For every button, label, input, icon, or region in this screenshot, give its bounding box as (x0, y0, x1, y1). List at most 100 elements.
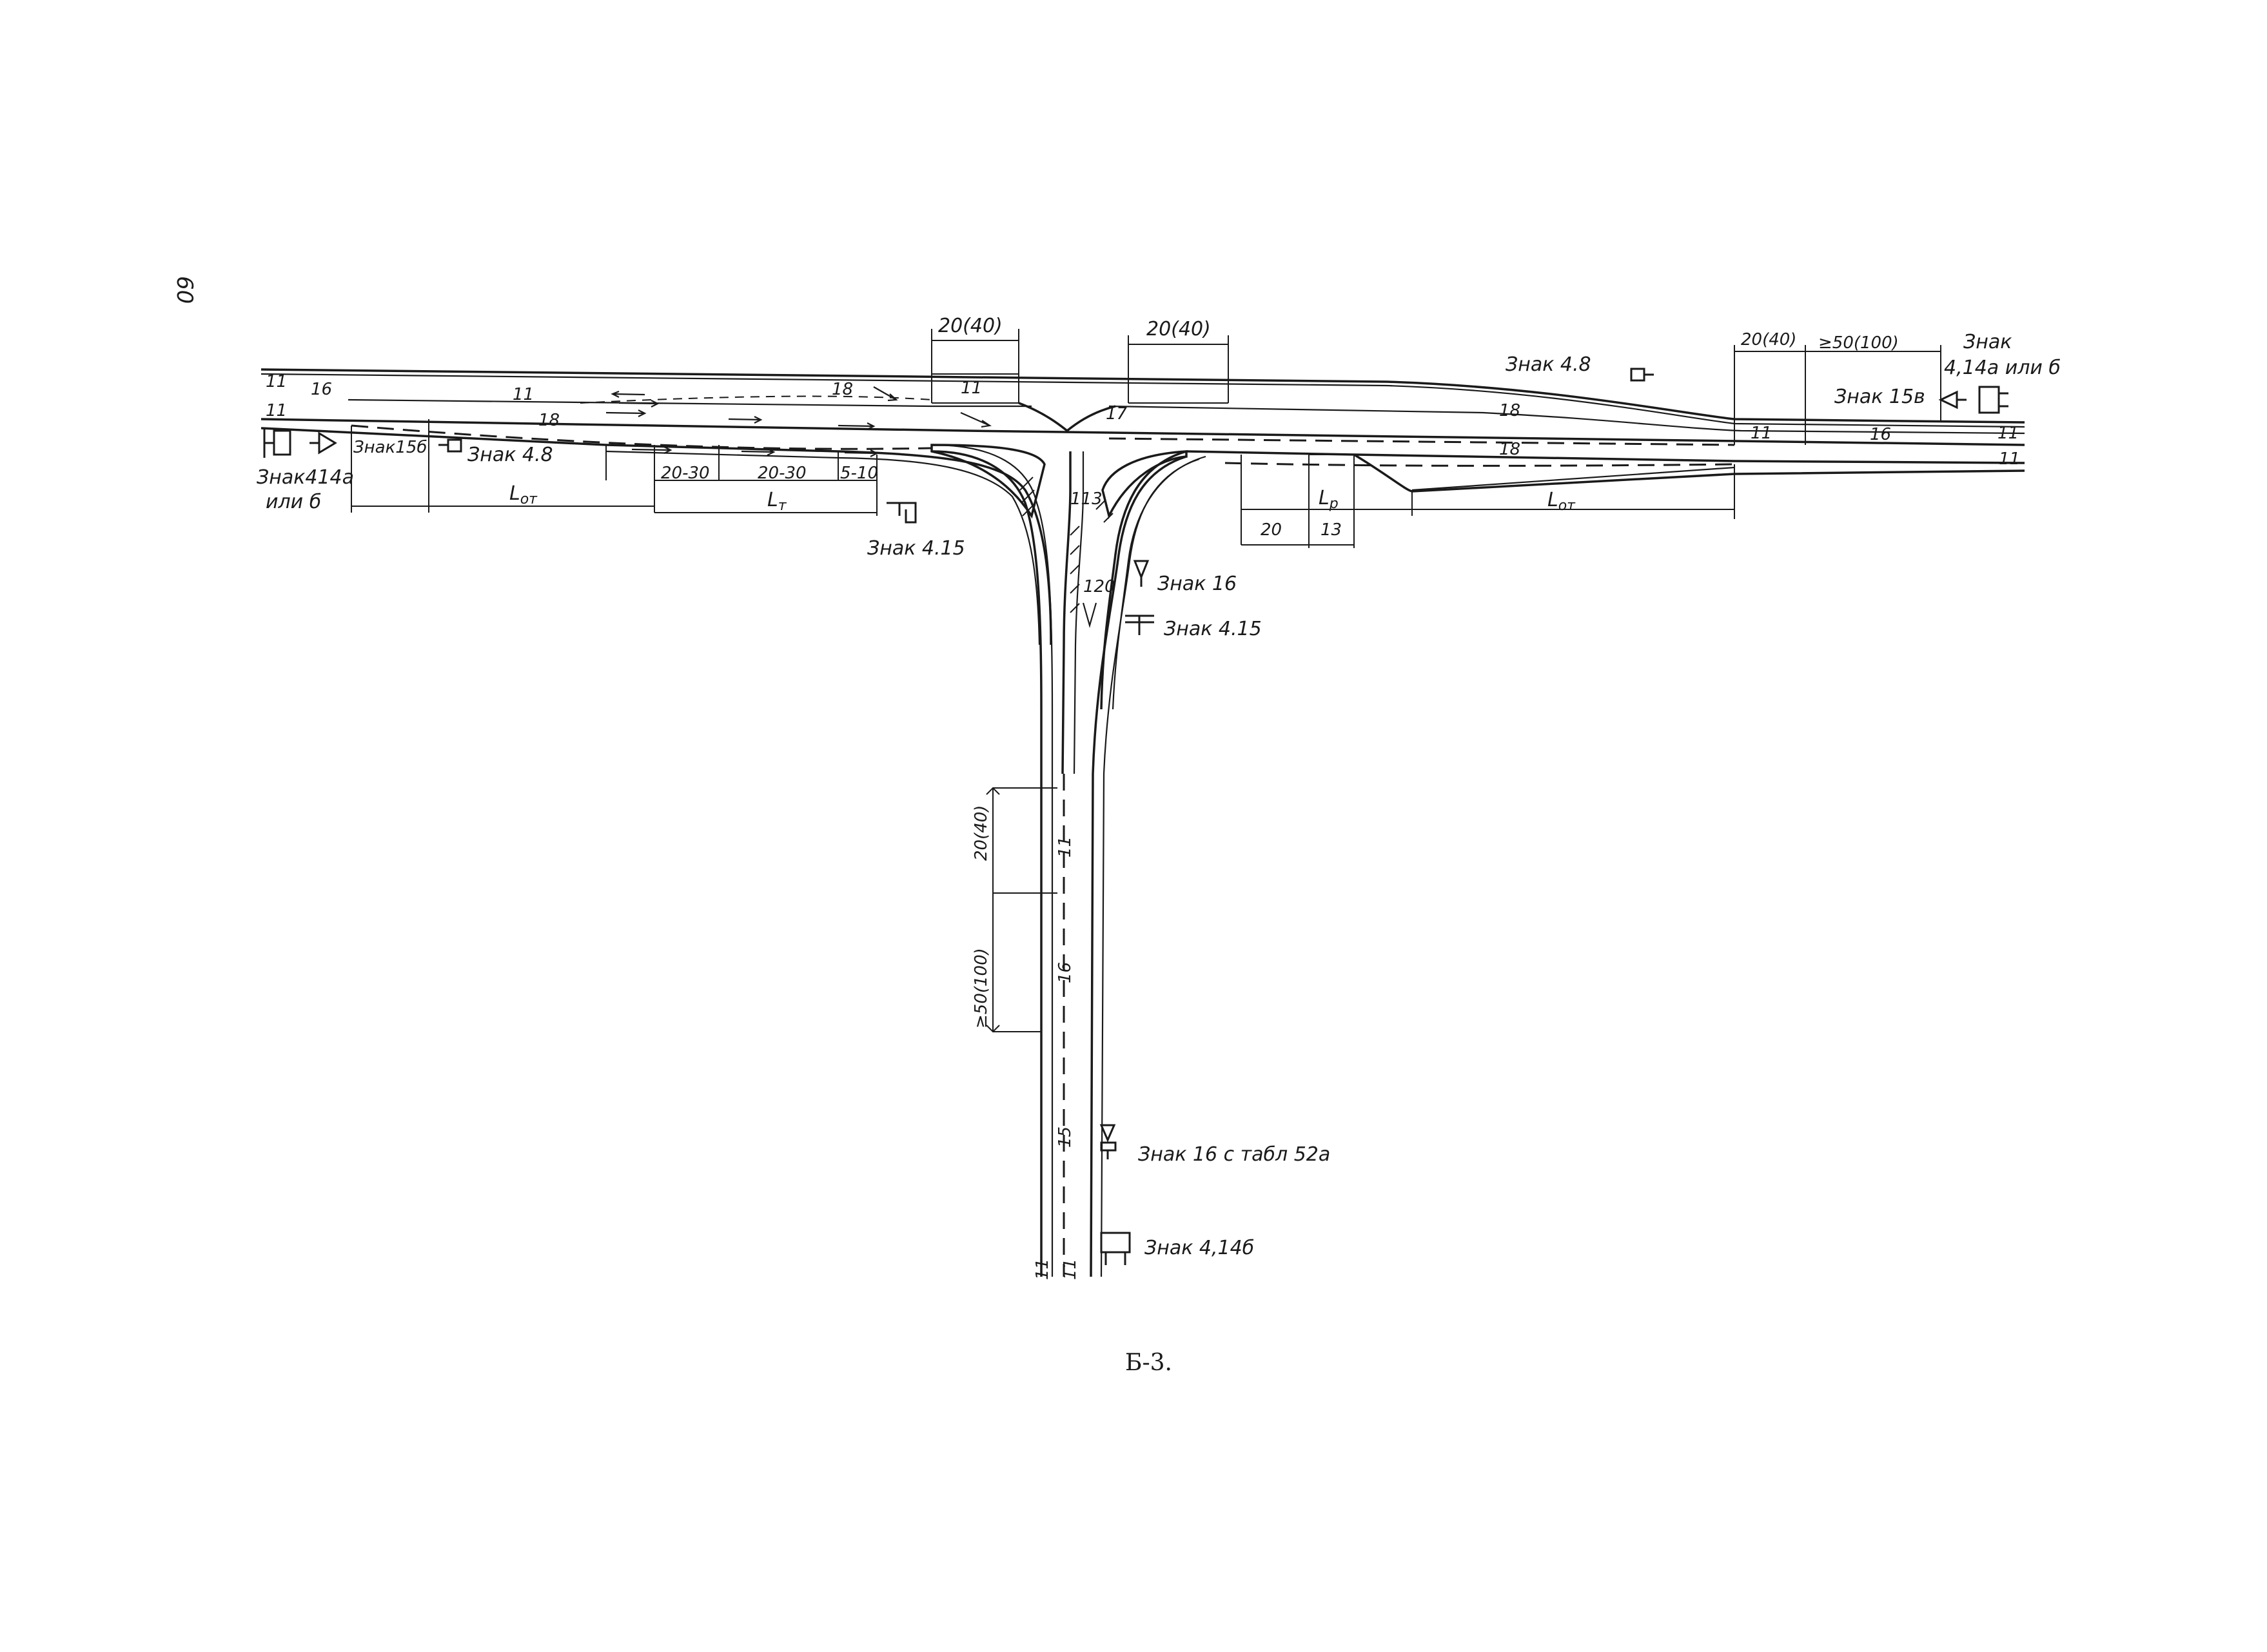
island-left-curve (930, 444, 1046, 519)
dim-label-50-100-a: ≥50(100) (1818, 333, 1899, 353)
label-15b: Знак15б (353, 438, 427, 457)
figure-caption: Б-3. (1125, 1350, 1172, 1376)
label-414b: Знак 4,14б (1144, 1237, 1254, 1259)
code-11-e: 11 (1751, 424, 1772, 443)
dim-left-lot (351, 419, 655, 513)
main-road-top-edge-inner (260, 373, 2025, 428)
dashed-divider-left (351, 424, 932, 450)
arrow-3 (838, 422, 876, 430)
channelising-island (930, 402, 1188, 774)
dim-label-13: 13 (1320, 520, 1342, 540)
label-415-left: Знак 4.15 (867, 537, 965, 560)
dim-label-5-10: 5-10 (840, 464, 878, 483)
sign-16-plate-icon (1099, 1124, 1117, 1159)
dim-top-left-box (932, 373, 1019, 404)
label-48-right: Знак 4.8 (1506, 353, 1591, 376)
arrow-11 (1082, 602, 1097, 629)
dim-label-20-30-a: 20-30 (661, 464, 710, 483)
code-18-b: 18 (832, 380, 853, 399)
label-15v: Знак 15в (1834, 386, 1925, 408)
main-road (260, 368, 2025, 710)
dim-label-20-40-side: 20(40) (972, 805, 991, 861)
dim-label-lot-right: Lот (1547, 489, 1576, 514)
side-road-left-inner (931, 444, 1054, 1277)
dim-left-2030 (605, 445, 878, 516)
dashed-divider-right (1108, 437, 1735, 446)
code-18-a: 18 (538, 411, 560, 430)
code-18-d: 18 (1499, 440, 1520, 459)
code-113: 113 (1070, 489, 1103, 509)
lt-sub: т (778, 498, 787, 514)
code-11-f: 11 (1997, 424, 2019, 443)
label-414a-left-1: Знак414а (257, 466, 354, 489)
label-16: Знак 16 (1157, 573, 1237, 595)
direction-arrows (605, 386, 1097, 629)
line-code-labels: 11 16 11 11 18 18 11 17 18 18 11 16 11 1… (266, 372, 2020, 1280)
dashed-divider-right-2 (1224, 462, 1735, 467)
arrow-1 (605, 409, 647, 417)
main-road-lower-inner-left (605, 450, 1041, 645)
sign-48-right-icon (1630, 368, 1654, 382)
code-16-b: 16 (1870, 425, 1891, 444)
code-11-c: 11 (513, 385, 534, 404)
page-number: 60 (172, 276, 197, 304)
dimension-labels: 20(40) 20(40) 20(40) ≥50(100) 20-30 20-3… (509, 315, 1899, 1028)
island-hatching (1019, 477, 1114, 613)
dim-label-20-40-b: 20(40) (1146, 318, 1211, 340)
central-divider-inner (1073, 451, 1084, 774)
side-road-right-edge (1090, 455, 1187, 1277)
dim-top-right (1128, 335, 1229, 404)
lot-left-sub: от (520, 491, 538, 507)
upper-lane-line-2 (1108, 405, 2025, 435)
label-414a-left-2: или б (266, 491, 321, 513)
sign-414a-left-icon (263, 429, 337, 458)
lp-sub: р (1329, 496, 1339, 512)
dashed-divider-left-2 (580, 395, 932, 404)
lot-left-main: L (509, 482, 520, 505)
code-11-d: 11 (961, 379, 982, 398)
code-11-g: 11 (1999, 449, 2020, 469)
code-120: 120 (1083, 577, 1115, 596)
label-414a-right-1: Знак (1963, 331, 2012, 353)
upper-lane-line (348, 398, 1032, 408)
sign-48-left-icon (438, 438, 462, 453)
code-17: 17 (1106, 404, 1128, 424)
side-road-right-inner (1100, 458, 1200, 1277)
dim-label-lp: Lр (1319, 487, 1339, 512)
code-11-bottom-b: 11 (1061, 1259, 1080, 1280)
island-top-triangle (1018, 402, 1116, 433)
code-16-a: 16 (311, 380, 332, 399)
dim-label-20-40-a: 20(40) (938, 315, 1003, 337)
arrow-6 (844, 449, 879, 457)
lp-main: L (1319, 487, 1330, 509)
sign-415-right-icon (1125, 615, 1154, 635)
dim-label-lot-left: Lот (509, 482, 538, 507)
dim-label-50-100-side: ≥50(100) (972, 948, 991, 1028)
arrow-9 (873, 386, 898, 402)
label-16-tab: Знак 16 с табл 52а (1138, 1143, 1330, 1166)
sign-16-icon (1133, 560, 1150, 587)
lt-main: L (767, 489, 778, 511)
dim-side-20 (986, 787, 1057, 1033)
arrow-5 (741, 448, 776, 456)
label-415-right: Знак 4.15 (1164, 618, 1262, 640)
dim-label-lt: Lт (767, 489, 787, 514)
code-11-bottom-a: 11 (1033, 1259, 1052, 1280)
sign-15v-right-icon (1938, 386, 2008, 414)
lot-right-main: L (1547, 489, 1558, 511)
main-road-bottom-edge (1186, 450, 2025, 464)
arrow-7 (618, 400, 660, 408)
arrow-10 (960, 411, 992, 428)
main-road-lower-edge-left (260, 427, 1052, 645)
lot-right-sub: от (1558, 498, 1576, 514)
dim-label-20-40-c: 20(40) (1741, 330, 1796, 349)
code-15-side: 15 (1055, 1126, 1075, 1148)
dim-right-20 (1734, 345, 1941, 445)
road-signs (263, 368, 2008, 1265)
label-414a-right-2: 4,14а или б (1944, 357, 2061, 379)
sign-labels: Знак414а или б Знак15б Знак 4.8 Знак 4.8… (257, 331, 2061, 1259)
dimension-lines (351, 329, 1941, 1033)
code-11-b: 11 (266, 401, 287, 420)
main-road-bottom-edge-inner (1411, 466, 1735, 491)
